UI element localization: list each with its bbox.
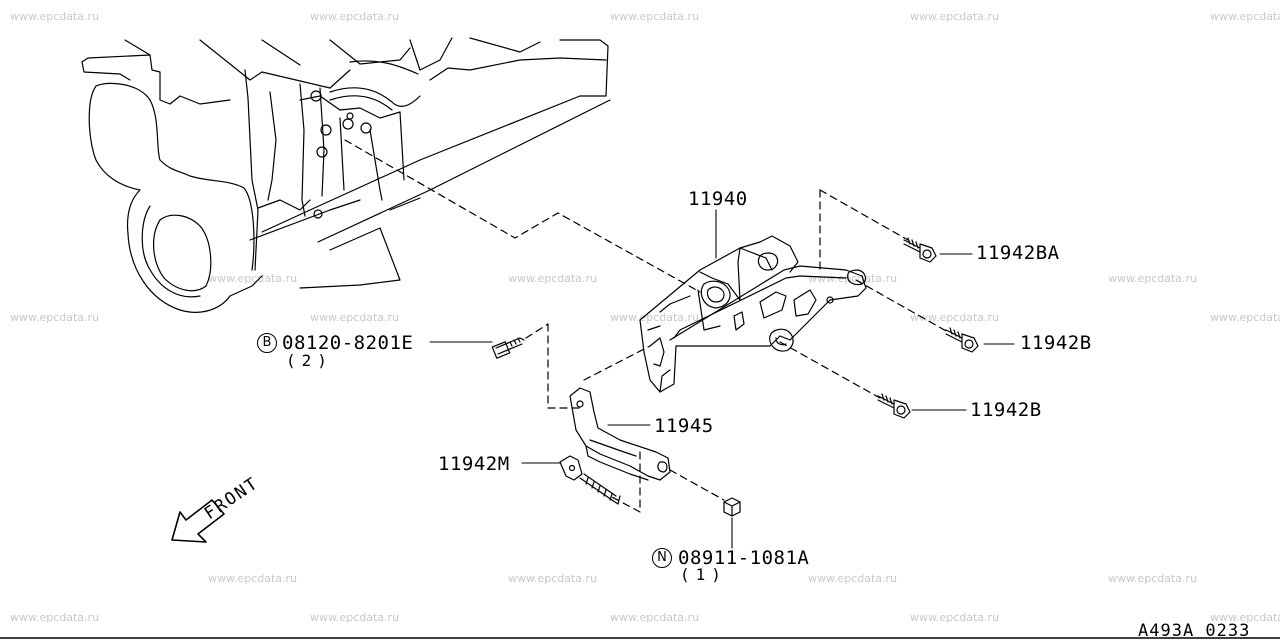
bolt-11942b-lower <box>877 393 911 419</box>
mount-bracket-11940 <box>639 235 867 393</box>
bolt-11942b-upper <box>945 327 979 353</box>
label-11945: 11945 <box>654 415 714 437</box>
label-11942b-upper: 11942B <box>1020 332 1092 354</box>
nut-quantity: (1) <box>680 565 727 584</box>
watermark: www.epcdata.ru <box>610 10 700 23</box>
watermark: www.epcdata.ru <box>808 572 898 585</box>
bolt-symbol-b: B <box>257 333 277 353</box>
drawing-code: A493A 0233 <box>1138 621 1251 640</box>
front-arrow-icon <box>171 499 225 543</box>
watermark: www.epcdata.ru <box>1108 572 1198 585</box>
watermark: www.epcdata.ru <box>10 311 100 324</box>
watermark: www.epcdata.ru <box>610 611 700 624</box>
watermark: www.epcdata.ru <box>310 10 400 23</box>
stud-11942m <box>559 455 621 505</box>
bolt-part-number: 08120-8201E <box>282 332 414 354</box>
watermark: www.epcdata.ru <box>1210 10 1280 23</box>
watermark: www.epcdata.ru <box>910 311 1000 324</box>
label-11942b-lower: 11942B <box>970 399 1042 421</box>
watermark: www.epcdata.ru <box>10 10 100 23</box>
watermark: www.epcdata.ru <box>1210 311 1280 324</box>
watermark: www.epcdata.ru <box>508 272 598 285</box>
nut-part-number: 08911-1081A <box>678 547 810 569</box>
watermark: www.epcdata.ru <box>10 611 100 624</box>
nut-08911 <box>723 497 741 517</box>
watermark: www.epcdata.ru <box>208 272 298 285</box>
watermark: www.epcdata.ru <box>610 311 700 324</box>
nut-symbol-n: N <box>652 548 672 568</box>
lower-bracket-11945 <box>569 387 671 481</box>
leader-lines <box>429 209 1015 549</box>
label-11942m: 11942M <box>438 453 510 475</box>
watermark: www.epcdata.ru <box>208 572 298 585</box>
watermark: www.epcdata.ru <box>910 10 1000 23</box>
label-11940: 11940 <box>688 188 748 210</box>
engine-block <box>81 37 611 313</box>
label-11942ba: 11942BA <box>976 242 1060 264</box>
watermark: www.epcdata.ru <box>808 272 898 285</box>
watermark: www.epcdata.ru <box>310 611 400 624</box>
watermark: www.epcdata.ru <box>310 311 400 324</box>
watermark: www.epcdata.ru <box>1210 611 1280 624</box>
bolt-08120 <box>491 337 525 359</box>
watermark: www.epcdata.ru <box>508 572 598 585</box>
watermark: www.epcdata.ru <box>910 611 1000 624</box>
bolt-quantity: (2) <box>286 351 333 370</box>
bolt-11942ba <box>903 237 937 263</box>
watermark: www.epcdata.ru <box>1108 272 1198 285</box>
dashed-guides <box>344 139 949 513</box>
